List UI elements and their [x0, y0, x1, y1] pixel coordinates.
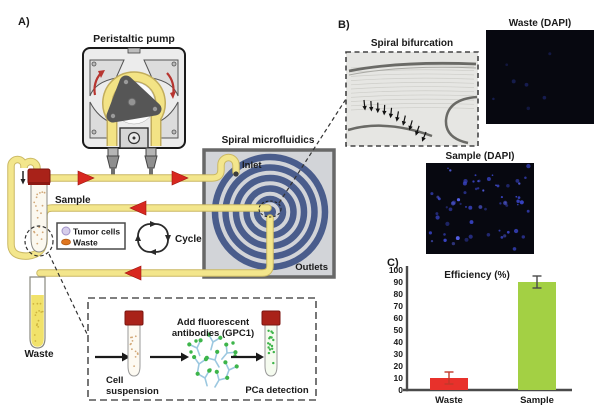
- outlets-label: Outlets: [295, 262, 328, 273]
- svg-text:Sample: Sample: [520, 395, 554, 406]
- bifurcation-zoom-region: [258, 200, 282, 218]
- cell-tube-cap: [124, 310, 144, 326]
- pump-screw: [91, 129, 97, 135]
- svg-text:50: 50: [394, 325, 404, 335]
- svg-text:80: 80: [394, 289, 404, 299]
- sample-dapi-cells: [428, 163, 531, 251]
- pca-tube-cap: [261, 310, 281, 326]
- legend-box: Tumor cells Waste: [56, 222, 126, 250]
- svg-text:20: 20: [394, 361, 404, 371]
- waste-dapi-image: [486, 30, 594, 124]
- bifurcation-title: Spiral bifurcation: [371, 38, 453, 49]
- svg-text:70: 70: [394, 301, 404, 311]
- svg-text:40: 40: [394, 337, 404, 347]
- svg-text:30: 30: [394, 349, 404, 359]
- pump-connector: [144, 147, 158, 176]
- pump-connector: [106, 147, 120, 176]
- panel-b-label: B): [338, 19, 350, 31]
- cycle-icon: [135, 221, 171, 255]
- callout-line-workflow: [48, 253, 89, 337]
- antibody-cluster: [187, 332, 239, 388]
- peristaltic-pump-illustration: [82, 47, 186, 176]
- antibody-label-2: antibodies (GPC1): [172, 328, 254, 339]
- spiral-bifurcation-micrograph: [345, 51, 479, 147]
- flow-arrow-left-icon: [129, 200, 147, 216]
- bifurcation-detail: [347, 61, 478, 145]
- svg-text:60: 60: [394, 313, 404, 323]
- antibody-label-1: Add fluorescent: [177, 317, 250, 328]
- sample-tube: [20, 168, 54, 257]
- cell-suspension-contents: [129, 335, 139, 367]
- cycle-label: Cycle: [175, 234, 202, 245]
- waste-dapi-cells: [492, 52, 552, 111]
- pump-screw: [91, 61, 97, 67]
- sample-dapi-title: Sample (DAPI): [446, 151, 515, 162]
- cell-suspension-label-2: suspension: [106, 386, 159, 397]
- cell-suspension-label-1: Cell: [106, 375, 123, 386]
- svg-text:0: 0: [398, 385, 403, 395]
- panel-c-label: C): [387, 257, 399, 269]
- svg-text:10: 10: [394, 373, 404, 383]
- workflow-box: Cell suspension Add fluorescent antibodi…: [87, 297, 317, 401]
- sample-zoom-region: [24, 225, 54, 257]
- flow-arrow-right-icon: [171, 170, 189, 186]
- flow-arrows: [77, 170, 189, 281]
- pump-screw: [171, 129, 177, 135]
- pump-screw: [171, 61, 177, 67]
- pca-detection-label: PCa detection: [245, 385, 309, 396]
- pca-tube-contents: [267, 329, 275, 365]
- pump-title: Peristaltic pump: [93, 33, 175, 45]
- svg-text:100: 100: [389, 265, 403, 275]
- sample-label: Sample: [55, 195, 91, 206]
- pca-detection-tube: [261, 310, 281, 377]
- waste-tube: [29, 276, 46, 349]
- sample-dapi-image: [426, 163, 534, 254]
- chip-title: Spiral microfluidics: [222, 135, 315, 146]
- cell-suspension-tube: [124, 310, 144, 377]
- sample-tube-cap: [27, 168, 51, 185]
- legend-waste-label: Waste: [73, 238, 98, 248]
- tumor-cell-icon: [61, 226, 71, 236]
- waste-particle-icon: [61, 238, 71, 246]
- panel-a-label: A): [18, 16, 30, 28]
- flow-arrow-left-icon: [124, 265, 142, 281]
- waste-tube-contents: [32, 302, 44, 342]
- sample-tube-contents: [33, 191, 46, 245]
- flow-arrow-right-icon: [77, 170, 95, 186]
- svg-text:90: 90: [394, 277, 404, 287]
- inlet-port: [233, 171, 239, 177]
- legend-tumor-cells-label: Tumor cells: [73, 227, 120, 237]
- waste-dapi-title: Waste (DAPI): [509, 18, 571, 29]
- svg-text:Waste: Waste: [435, 395, 463, 406]
- svg-text:Efficiency (%): Efficiency (%): [444, 270, 510, 281]
- waste-label: Waste: [24, 349, 54, 360]
- inlet-label: Inlet: [242, 160, 262, 171]
